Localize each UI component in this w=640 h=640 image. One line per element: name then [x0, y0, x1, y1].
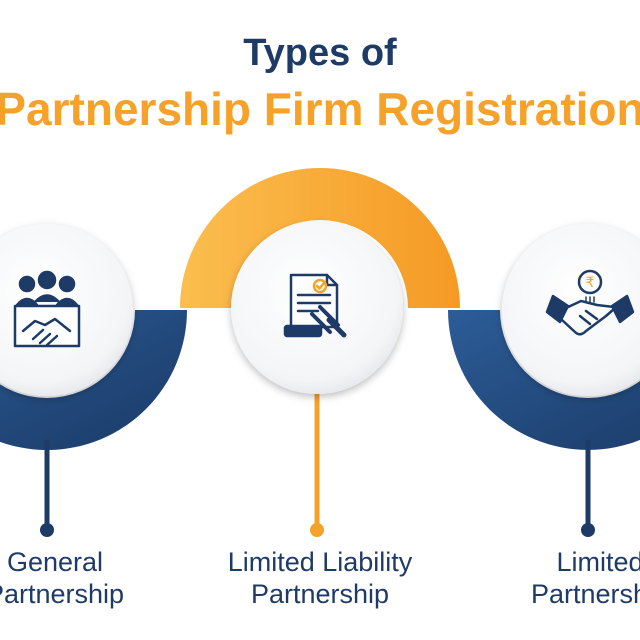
orange-half-ring — [180, 168, 460, 308]
label-line-2: Partnership — [250, 579, 390, 609]
label-line-2: Partnership — [0, 579, 125, 609]
legal-document-gavel-icon — [283, 273, 347, 338]
rupee-handshake-icon: ₹ — [545, 269, 635, 336]
label-line-1: Limited Liability — [227, 547, 413, 577]
label-line-1: General — [6, 547, 104, 577]
team-handshake-icon — [13, 270, 81, 348]
label-line-1: Limited — [556, 547, 640, 577]
label-limited-partnership: Limited Partnership — [470, 546, 640, 610]
svg-text:₹: ₹ — [586, 275, 595, 291]
connector-dot — [40, 523, 54, 537]
label-general-partnership: General Partnership — [0, 546, 180, 610]
heading-line-1: Types of — [243, 32, 397, 74]
navy-half-ring — [448, 310, 640, 450]
heading-line-2: Partnership Firm Registration — [0, 83, 640, 135]
type-general-partnership — [0, 224, 187, 537]
label-line-2: Partnership — [530, 579, 640, 609]
connector-dot — [310, 523, 324, 537]
navy-half-ring — [0, 310, 187, 450]
type-limited-partnership: ₹ — [448, 224, 640, 537]
icon-circle — [502, 224, 640, 396]
type-limited-liability-partnership — [180, 168, 460, 537]
label-limited-liability-partnership: Limited Liability Partnership — [190, 546, 450, 610]
connector-dot — [581, 523, 595, 537]
